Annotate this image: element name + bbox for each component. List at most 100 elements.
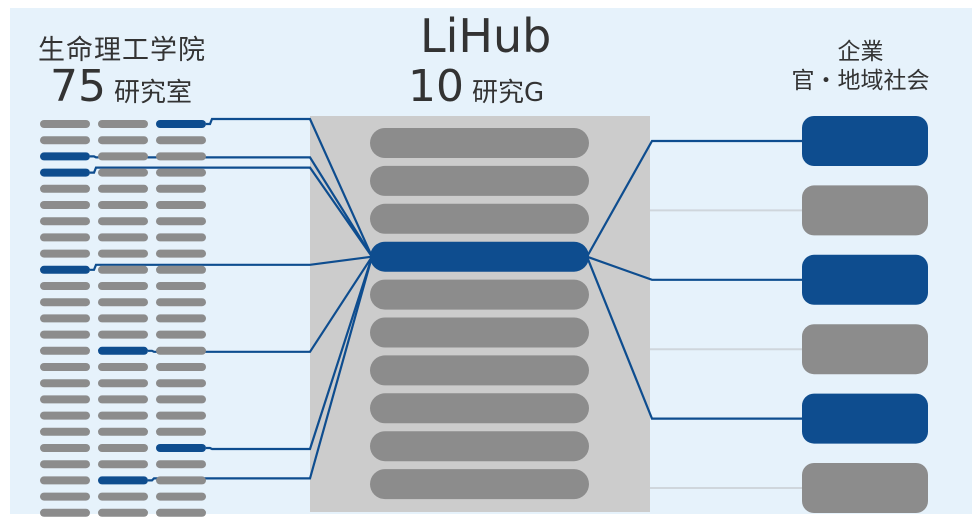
research-group-pill-highlighted bbox=[370, 241, 589, 272]
lab-pill bbox=[40, 314, 90, 323]
lab-pill bbox=[156, 217, 206, 226]
lab-pill bbox=[156, 265, 206, 274]
research-group-pill bbox=[370, 393, 589, 424]
lab-pill bbox=[98, 460, 148, 469]
right-group-title: 企業 官・地域社会 bbox=[783, 38, 938, 96]
left-group-title: 生命理工学院 bbox=[38, 35, 206, 66]
research-group-pill bbox=[370, 355, 589, 386]
lab-pill bbox=[156, 136, 206, 145]
connector-line bbox=[148, 256, 373, 353]
research-group-pill bbox=[370, 203, 589, 234]
connector-line bbox=[206, 117, 374, 258]
research-group-pill bbox=[370, 128, 589, 158]
lab-pill-highlighted bbox=[40, 168, 90, 177]
connector-line bbox=[148, 256, 374, 482]
lab-pill bbox=[98, 233, 148, 242]
lab-pill bbox=[98, 379, 148, 388]
lab-pill bbox=[40, 476, 90, 485]
lab-pill bbox=[40, 136, 90, 145]
lab-pill bbox=[98, 265, 148, 274]
lab-pill bbox=[98, 168, 148, 177]
lab-pill bbox=[40, 201, 90, 209]
partner-box-highlighted bbox=[802, 393, 928, 444]
research-group-pill bbox=[370, 279, 589, 310]
lab-pill bbox=[40, 508, 90, 517]
lab-pill bbox=[40, 217, 90, 226]
lab-pill bbox=[98, 298, 148, 307]
lab-pill bbox=[40, 411, 90, 420]
research-group-pill bbox=[370, 469, 589, 500]
lab-pill bbox=[98, 508, 148, 517]
lab-pill-highlighted bbox=[98, 346, 148, 355]
lab-pill-highlighted bbox=[40, 265, 90, 274]
lab-pill bbox=[156, 492, 206, 501]
center-count-number: 10 bbox=[408, 61, 464, 112]
lab-pill bbox=[98, 395, 148, 404]
center-group-title: LiHub bbox=[420, 9, 552, 63]
lab-pill bbox=[98, 120, 148, 128]
right-title-line1: 企業 bbox=[837, 39, 884, 65]
lab-pill bbox=[98, 363, 148, 371]
partner-box bbox=[802, 324, 928, 375]
connector-lines bbox=[90, 117, 802, 489]
lab-pill bbox=[156, 411, 206, 420]
lab-pill bbox=[156, 184, 206, 193]
connector-line bbox=[90, 166, 373, 258]
lab-pill bbox=[156, 508, 206, 517]
lab-pill bbox=[40, 249, 90, 258]
lab-pill bbox=[98, 330, 148, 339]
lab-pill bbox=[156, 168, 206, 177]
lab-pill bbox=[98, 184, 148, 193]
lab-pill bbox=[40, 379, 90, 388]
right-title-line2: 官・地域社会 bbox=[791, 68, 930, 94]
lab-pill bbox=[156, 460, 206, 469]
left-count-unit: 研究室 bbox=[114, 78, 193, 108]
lab-pill bbox=[98, 282, 148, 290]
lab-pill bbox=[40, 282, 90, 290]
lab-pill bbox=[156, 346, 206, 355]
connector-line bbox=[90, 255, 373, 271]
lab-pill bbox=[156, 427, 206, 436]
lab-pill bbox=[156, 379, 206, 388]
lab-pill bbox=[156, 298, 206, 307]
lab-pill bbox=[40, 460, 90, 469]
connector-line bbox=[586, 139, 802, 258]
lab-pill bbox=[156, 363, 206, 371]
connector-line bbox=[585, 256, 802, 420]
lab-pill bbox=[40, 444, 90, 452]
lab-pill bbox=[156, 201, 206, 209]
research-group-pill bbox=[370, 165, 589, 196]
lab-pill bbox=[40, 330, 90, 339]
connector-line bbox=[586, 255, 802, 281]
lab-pill bbox=[156, 152, 206, 161]
lab-pill bbox=[98, 444, 148, 452]
partner-box-highlighted bbox=[802, 116, 928, 166]
lab-pill-highlighted bbox=[156, 444, 206, 452]
research-group-pill bbox=[370, 431, 589, 462]
partner-box-highlighted bbox=[802, 254, 928, 305]
lab-pill-highlighted bbox=[156, 120, 206, 128]
lab-pill-highlighted bbox=[98, 476, 148, 485]
lab-pill bbox=[40, 184, 90, 193]
partner-box bbox=[802, 185, 928, 236]
lab-pill bbox=[98, 492, 148, 501]
lab-pill bbox=[98, 411, 148, 420]
lab-pill bbox=[98, 152, 148, 161]
lab-pill bbox=[156, 249, 206, 258]
lab-pill bbox=[40, 346, 90, 355]
lab-pill bbox=[98, 249, 148, 258]
lab-pill bbox=[156, 233, 206, 242]
lab-pill bbox=[40, 363, 90, 371]
lab-pill bbox=[40, 427, 90, 436]
lab-pill bbox=[40, 492, 90, 501]
connector-line bbox=[90, 155, 373, 258]
lab-pill bbox=[98, 217, 148, 226]
lab-pill bbox=[98, 314, 148, 323]
pills bbox=[40, 116, 928, 517]
lab-pill bbox=[156, 282, 206, 290]
lab-pill-highlighted bbox=[40, 152, 90, 161]
lab-pill bbox=[40, 298, 90, 307]
